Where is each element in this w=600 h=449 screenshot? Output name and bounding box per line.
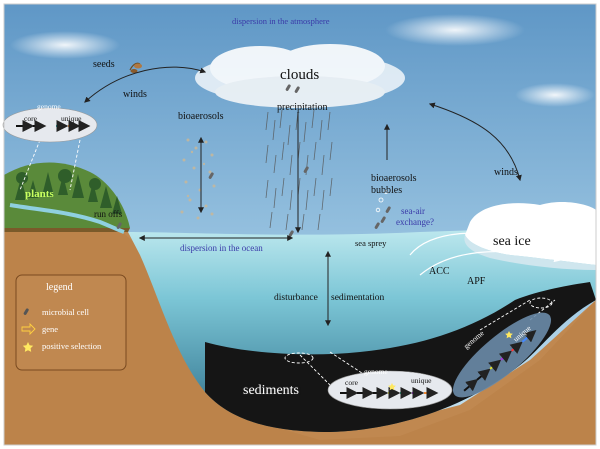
label-seeds: seeds (93, 59, 115, 70)
label-plants: plants (25, 188, 54, 200)
legend-item-gene: gene (42, 324, 59, 334)
clouds-group (10, 14, 595, 108)
genome-left-title: genome (37, 102, 61, 111)
label-bioaerosols-top: bioaerosols (178, 111, 224, 122)
arrows (84, 66, 522, 327)
label-apf: APF (467, 276, 486, 287)
label-sea-spray: sea sprey (355, 238, 387, 248)
legend-item-microbial-cell: microbial cell (42, 307, 89, 317)
legend-gene-icon (21, 322, 36, 336)
label-atmosphere: dispersion in the atmosphere (232, 16, 330, 26)
label-clouds: clouds (280, 67, 320, 83)
label-winds-left: winds (123, 89, 147, 100)
legend-microbial-cell-icon (23, 308, 29, 315)
bubbles (375, 190, 388, 213)
legend-title: legend (46, 282, 73, 293)
label-sedimentation: sedimentation (331, 293, 385, 303)
genome-bottom-title: genome (364, 367, 388, 376)
legend-item-positive-selection: positive selection (42, 341, 102, 351)
land-plants (4, 162, 130, 228)
label-acc: ACC (429, 266, 450, 277)
label-sediments: sediments (243, 383, 299, 398)
label-sea-air-2: exchange? (396, 217, 434, 227)
zoom-lines (19, 139, 556, 386)
sea-ice-shape (465, 202, 596, 265)
genome-left-core: core (24, 114, 37, 123)
microbial-cells (116, 84, 391, 237)
river (9, 203, 125, 234)
label-run-offs: run offs (94, 209, 123, 219)
label-sea-ice: sea ice (493, 234, 531, 249)
trees (15, 169, 122, 214)
genome-bottom (327, 370, 453, 410)
label-bioaerosols-bubbles-2: bubbles (371, 185, 403, 196)
main-cloud (195, 44, 405, 108)
label-precipitation: precipitation (277, 102, 328, 113)
label-dispersion-ocean: dispersion in the ocean (180, 243, 263, 253)
label-sea-air-1: sea-air (401, 206, 425, 216)
label-winds-right: winds (494, 167, 518, 178)
genome-left (2, 107, 98, 143)
genome-right (452, 312, 552, 398)
genome-bottom-unique: unique (411, 376, 432, 385)
genome-left-unique: unique (61, 114, 82, 123)
genome-bottom-core: core (345, 378, 358, 387)
legend-box (15, 274, 127, 371)
legend-star-icon (22, 342, 34, 352)
label-bioaerosols-bubbles-1: bioaerosols (371, 173, 417, 184)
frame (3, 3, 597, 446)
current-arrows (409, 232, 562, 276)
positive-selection-stars (388, 331, 513, 391)
precipitation-rain (265, 109, 333, 231)
label-disturbance: disturbance (274, 293, 318, 303)
